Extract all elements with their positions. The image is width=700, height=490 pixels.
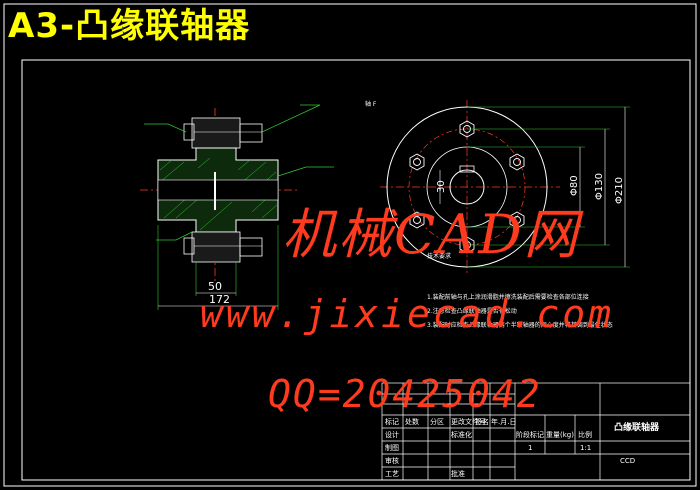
title-block-row-5: 工艺	[385, 470, 399, 478]
part-name: 凸缘联轴器	[614, 421, 660, 433]
drawing-number: CCD	[620, 457, 635, 465]
scale-label: 比例	[578, 430, 592, 439]
tech-req-heading: 技术要求	[427, 252, 451, 260]
dim-d80: Φ80	[569, 175, 580, 196]
qty-value: 1	[528, 444, 532, 452]
dim-172: 172	[209, 293, 230, 306]
title-block-col-1: 处数	[405, 417, 419, 426]
outer-frame	[3, 3, 697, 487]
flange-end-view	[380, 100, 630, 275]
inner-frame	[21, 59, 691, 481]
dim-d210: Φ210	[614, 177, 625, 204]
scale-value: 1:1	[580, 444, 591, 452]
watermark-qq: QQ=20425042	[268, 372, 542, 416]
section-label: 轴 F	[365, 100, 377, 108]
approve-label: 批准	[451, 469, 465, 478]
title-block-col-5: 年.月.日	[491, 417, 516, 426]
dim-50: 50	[208, 280, 222, 293]
dim-30: 30	[436, 180, 447, 193]
title-block-col-2: 分区	[430, 417, 444, 426]
title-block-row-4: 审核	[385, 456, 399, 465]
watermark-url: www.jixiecad.com	[200, 292, 615, 336]
tech-req-line1: 1.装配前轴与孔上涂润滑脂并擦洗装配后需要检查各部位连接	[427, 293, 589, 301]
title-block-row-1: 标记	[385, 417, 399, 426]
tech-req-line3: 3.装配时应检查凸缘联轴器两个半联轴器的同心度并将其调到最佳状态	[427, 321, 613, 329]
dim-d130: Φ130	[594, 173, 605, 200]
drawing-title: A3-凸缘联轴器	[8, 6, 251, 46]
title-block-row-3: 制图	[385, 443, 399, 452]
weight-label: 重量(kg)	[546, 431, 574, 439]
stage-label: 阶段标记	[516, 430, 544, 439]
title-block-col-3: 更改文件号	[451, 417, 486, 426]
title-block-col-4: 签名	[475, 417, 489, 426]
section-view	[140, 104, 334, 310]
title-block-row-2: 设计	[385, 430, 399, 439]
tech-req-line2: 2.注意检查凸缘联轴器是否有松动	[427, 307, 517, 315]
standard-label: 标准化	[451, 430, 472, 439]
watermark-site-name: 机械CAD网	[282, 203, 580, 266]
title-block-grid	[381, 382, 691, 481]
